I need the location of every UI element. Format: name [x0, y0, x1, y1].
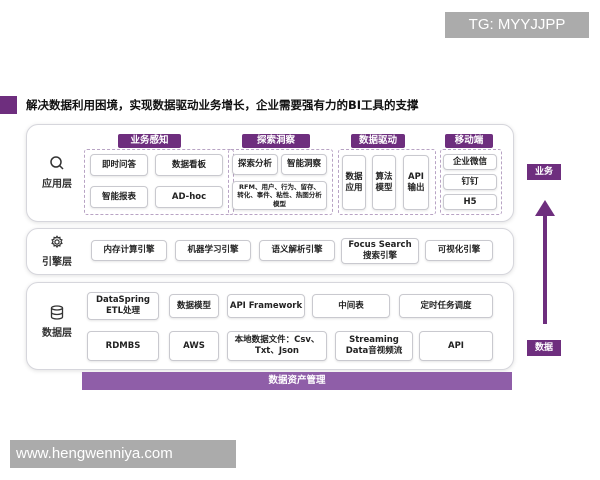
box-h5: H5	[443, 194, 497, 210]
search-icon	[50, 156, 64, 170]
app-layer: 应用层 业务感知 即时问答 数据看板 智能报表 AD-hoc 探索洞察 探索分析…	[26, 124, 514, 222]
box-dataspring-etl: DataSpring ETL处理	[87, 292, 159, 320]
box-api-source: API	[419, 331, 493, 361]
box-api-framework: API Framework	[227, 294, 305, 318]
box-smart-insight: 智能洞察	[281, 154, 327, 175]
arrow-up-icon	[535, 200, 555, 216]
box-wecom: 企业微信	[443, 154, 497, 170]
box-ad-hoc: AD-hoc	[155, 186, 223, 208]
box-dingtalk: 钉钉	[443, 174, 497, 190]
box-memory-engine: 内存计算引擎	[91, 240, 167, 261]
dataspring-line2: ETL处理	[105, 306, 141, 316]
box-dashboard: 数据看板	[155, 154, 223, 176]
section-title-explore-insight: 探索洞察	[242, 134, 310, 148]
group-mobile	[440, 149, 502, 215]
arrow-shaft	[543, 212, 547, 324]
side-tag-business: 业务	[527, 164, 561, 180]
group-data-driven	[338, 149, 436, 215]
section-title-data-driven: 数据驱动	[351, 134, 405, 148]
streaming-line2: Data音视频流	[345, 346, 403, 356]
box-visualization-engine: 可视化引擎	[425, 240, 493, 261]
local-files-line2: Txt、Json	[255, 346, 299, 356]
side-tag-data: 数据	[527, 340, 561, 356]
asset-management-bar: 数据资产管理	[82, 372, 512, 390]
box-scheduled-jobs: 定时任务调度	[399, 294, 493, 318]
group-explore-insight	[228, 149, 333, 215]
headline-accent-bar	[0, 96, 17, 114]
box-ml-engine: 机器学习引擎	[175, 240, 251, 261]
box-rdmbs: RDMBS	[87, 331, 159, 361]
focus-search-line1: Focus Search	[348, 240, 412, 251]
box-aws: AWS	[169, 331, 219, 361]
watermark-top: TG: MYYJJPP	[445, 12, 589, 38]
box-smart-report: 智能报表	[90, 186, 148, 208]
box-api-output: API输出	[403, 155, 429, 210]
app-layer-label: 应用层	[42, 179, 72, 190]
engine-layer-head: 引擎层	[33, 235, 81, 268]
data-layer-head: 数据层	[33, 305, 81, 339]
dataspring-line1: DataSpring	[95, 295, 151, 306]
watermark-bottom: www.hengwenniya.com	[10, 440, 236, 468]
headline: 解决数据利用困境，实现数据驱动业务增长，企业需要强有力的BI工具的支撑	[26, 98, 419, 112]
box-focus-search-engine: Focus Search 搜索引擎	[341, 238, 419, 264]
box-local-files: 本地数据文件：Csv、 Txt、Json	[227, 331, 327, 361]
box-streaming-data: Streaming Data音视频流	[335, 331, 413, 361]
engine-layer-label: 引擎层	[42, 257, 72, 268]
section-title-mobile: 移动端	[445, 134, 493, 148]
data-layer-label: 数据层	[42, 328, 72, 339]
box-explore-analysis: 探索分析	[232, 154, 278, 175]
gear-icon	[51, 235, 63, 249]
box-data-model: 数据模型	[169, 294, 219, 318]
box-instant-qa: 即时问答	[90, 154, 148, 176]
box-semantic-engine: 语义解析引擎	[259, 240, 335, 261]
focus-search-line2: 搜索引擎	[362, 251, 397, 261]
engine-layer: 引擎层 内存计算引擎 机器学习引擎 语义解析引擎 Focus Search 搜索…	[26, 228, 514, 275]
box-data-application: 数据应用	[342, 155, 366, 210]
box-algorithm-model: 算法模型	[372, 155, 396, 210]
database-icon	[50, 305, 64, 320]
data-layer: 数据层 DataSpring ETL处理 数据模型 API Framework …	[26, 282, 514, 370]
section-title-business-perception: 业务感知	[118, 134, 181, 148]
streaming-line1: Streaming	[349, 335, 399, 346]
box-analysis-models: RFM、用户、行为、留存、转化、事件、粘性、热图分析模型	[232, 181, 327, 210]
box-intermediate-table: 中间表	[312, 294, 390, 318]
app-layer-head: 应用层	[33, 155, 81, 190]
local-files-line1: 本地数据文件：Csv、	[234, 335, 320, 346]
